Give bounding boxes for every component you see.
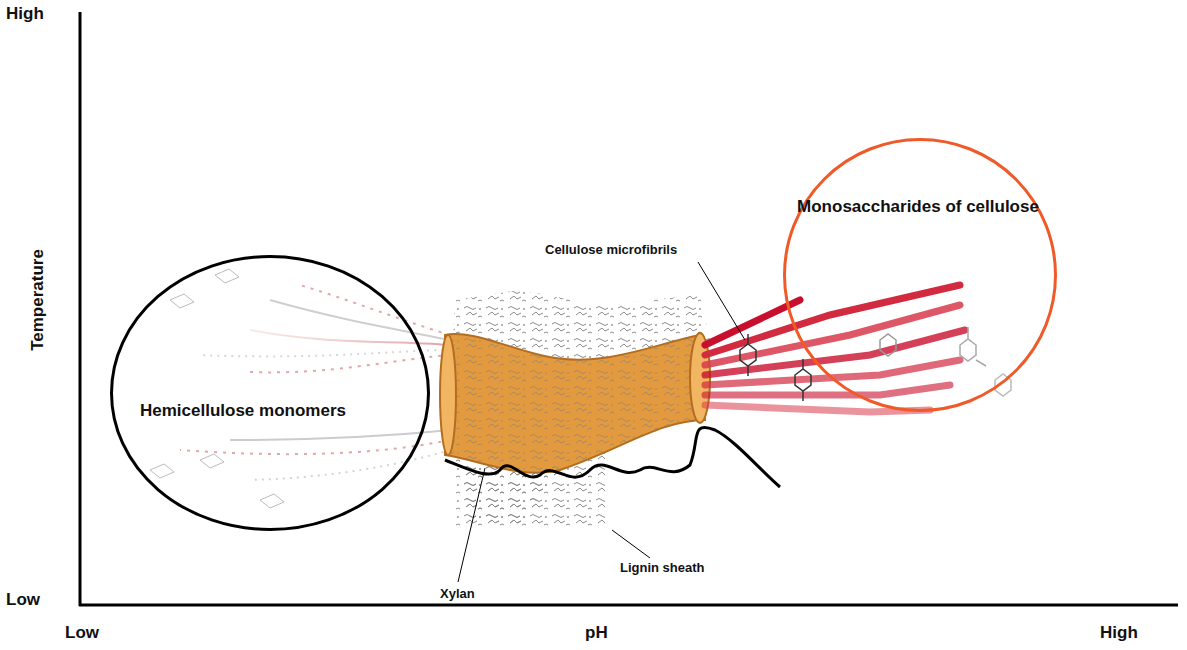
tube-end (440, 335, 456, 455)
axis-label: Low (65, 623, 99, 643)
region-circle: Hemicellulose monomers (110, 255, 430, 531)
leader-line (458, 468, 485, 582)
part-label: Xylan (440, 586, 475, 601)
leader-line (698, 262, 745, 340)
region-label: Hemicellulose monomers (140, 400, 400, 422)
region-label: Monosaccharides of cellulose (793, 196, 1043, 218)
hemicellulose-strands (150, 269, 450, 508)
y-axis (79, 12, 82, 606)
x-axis (79, 604, 1178, 607)
leader-line (612, 530, 650, 558)
sugar-rings (740, 327, 1011, 401)
part-label: Lignin sheath (620, 560, 705, 575)
cellulose-microfibrils (705, 285, 965, 412)
xylan-strand (445, 427, 780, 487)
axis-title: Temperature (28, 249, 48, 351)
axis-label: High (6, 4, 44, 24)
cellulose-tube (445, 334, 705, 473)
part-label: Cellulose microfibrils (545, 242, 677, 257)
axis-label: High (1100, 623, 1138, 643)
region-circle: Monosaccharides of cellulose (783, 138, 1057, 412)
axis-label: Low (6, 590, 40, 610)
axis-label: pH (585, 623, 608, 643)
